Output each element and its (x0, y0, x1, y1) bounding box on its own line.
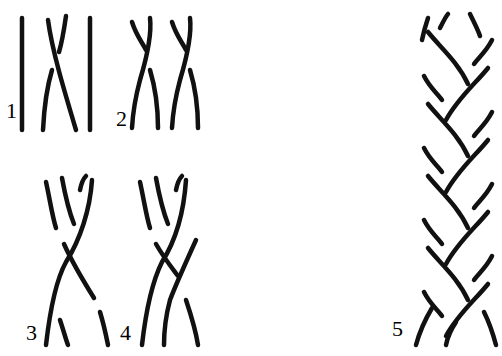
braid-strand (424, 220, 442, 244)
braid-strand (470, 14, 480, 36)
step-number: 4 (120, 322, 131, 344)
braid-strand (484, 312, 496, 345)
step-number: 3 (26, 322, 37, 344)
braid-strand (428, 104, 468, 156)
braid-step-5 (416, 14, 496, 345)
braid-strand (474, 112, 492, 136)
braid-strand (474, 256, 492, 280)
braid-step-2 (132, 18, 198, 128)
step-number: 2 (116, 108, 127, 130)
braid-strand (428, 32, 468, 84)
braid-step-4 (140, 176, 198, 345)
braid-strand (424, 292, 442, 316)
braid-strand (422, 18, 428, 40)
step-number: 5 (392, 318, 403, 340)
braid-strand (474, 40, 492, 64)
braid-strand (474, 184, 492, 208)
braid-strand (440, 14, 448, 28)
braid-strand (428, 176, 468, 228)
braid-step-3 (46, 176, 108, 345)
step-number: 1 (6, 100, 17, 122)
braid-strand (424, 148, 442, 172)
braid-strand (446, 322, 456, 345)
braid-strand (446, 68, 488, 120)
braid-strand (416, 308, 432, 345)
braid-strand (446, 212, 488, 264)
braid-strand (446, 140, 488, 192)
braid-strand (424, 76, 442, 100)
braid-strand (428, 248, 468, 300)
braid-step-1 (22, 16, 90, 130)
